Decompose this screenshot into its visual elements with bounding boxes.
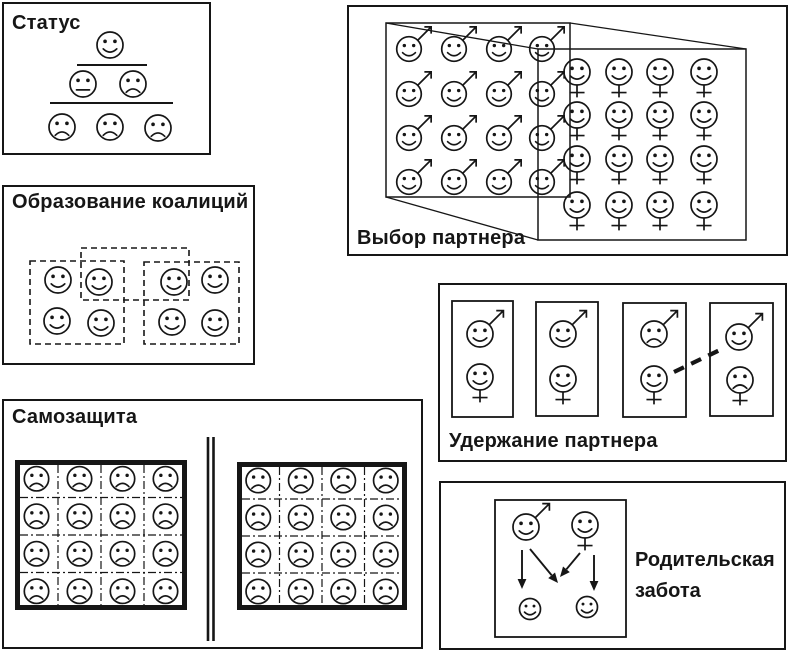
panel-self-defense-title: Самозащита — [12, 406, 138, 428]
coalitions-diagram — [29, 247, 240, 345]
panel-partner-retention-title: Удержание партнера — [449, 430, 658, 452]
panel-partner-choice-title: Выбор партнера — [357, 227, 526, 249]
panel-coalitions-title: Образование коалиций — [12, 191, 249, 213]
panel-self-defense: Самозащита — [2, 399, 423, 649]
parental-care-title-line1: Родительская — [635, 549, 775, 571]
partner-retention-diagram — [451, 300, 774, 418]
panel-parental-care-title: Родительская забота — [635, 545, 781, 607]
panel-parental-care: Родительская забота — [439, 481, 786, 650]
panel-coalitions: Образование коалиций — [2, 185, 255, 365]
status-hierarchy-diagram — [48, 31, 173, 142]
self-defense-diagram — [15, 437, 407, 641]
parental-care-title-line2: забота — [635, 580, 701, 602]
panel-partner-choice: Выбор партнера — [347, 5, 788, 256]
partner-choice-diagram — [385, 22, 747, 241]
panel-status-title: Статус — [12, 12, 81, 34]
parental-care-diagram — [494, 499, 627, 638]
panel-status: Статус — [2, 2, 211, 155]
panel-partner-retention: Удержание партнера — [438, 283, 787, 462]
